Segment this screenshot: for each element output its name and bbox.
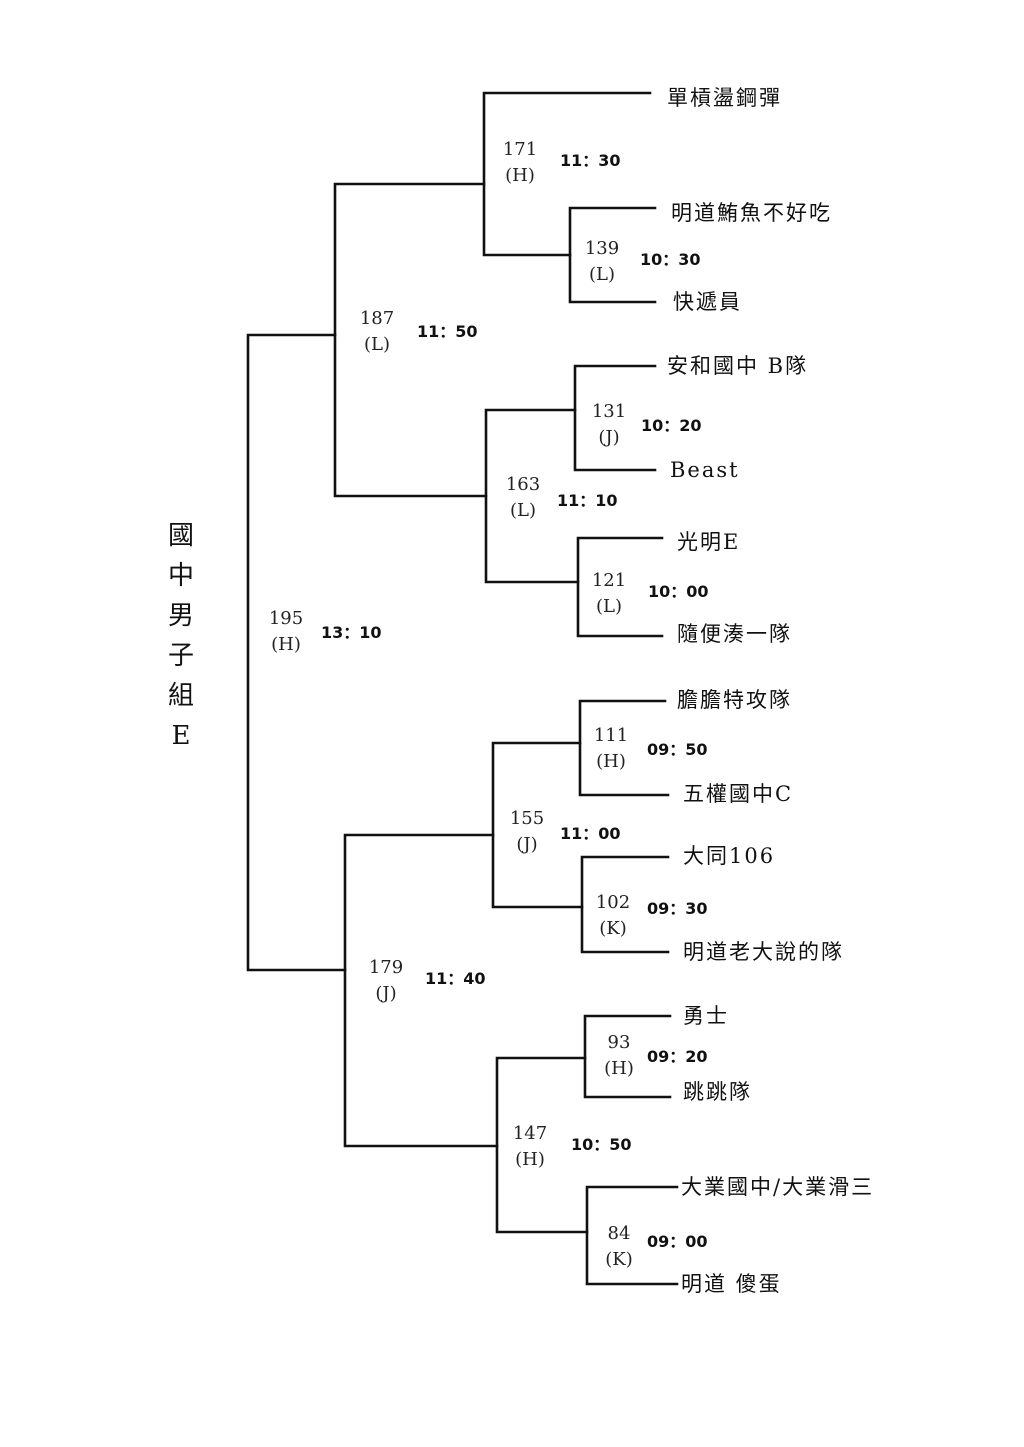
match-time: 13：10: [321, 623, 382, 642]
team-name: 隨便湊一隊: [677, 622, 792, 646]
match-time: 11：00: [560, 824, 621, 843]
team-name: 膽膽特攻隊: [677, 688, 792, 712]
match-number: 155 (J): [507, 806, 547, 858]
team-name: 大同106: [683, 844, 776, 868]
match-court: (H): [596, 751, 626, 772]
match-court: (J): [516, 834, 538, 855]
match-time: 10：20: [641, 416, 702, 435]
match-time: 11：10: [557, 491, 618, 510]
team-name: 明道 傻蛋: [681, 1272, 782, 1296]
match-no: 131: [591, 401, 627, 422]
bracket-connector: [343, 833, 499, 1148]
bracket-connector: [482, 91, 652, 257]
match-no: 155: [509, 808, 545, 829]
match-court: (L): [364, 334, 390, 355]
match-court: (J): [598, 427, 620, 448]
bracket-connector: [585, 1185, 679, 1286]
bracket-connector: [246, 333, 347, 972]
match-court: (K): [599, 918, 627, 939]
title-char: 子: [167, 641, 194, 671]
team-name: 大業國中/大業滑三: [681, 1175, 875, 1199]
team-name: 快遞員: [673, 290, 742, 314]
match-court: (K): [605, 1249, 633, 1270]
match-no: 187: [359, 308, 395, 329]
match-no: 93: [607, 1032, 631, 1053]
match-court: (H): [271, 634, 301, 655]
match-time: 10：00: [648, 582, 709, 601]
team-name: 勇士: [683, 1004, 729, 1028]
title-char: 中: [167, 561, 194, 591]
match-number: 102 (K): [593, 890, 633, 942]
match-no: 179: [368, 957, 404, 978]
match-time: 09：00: [647, 1232, 708, 1251]
bracket-connector: [578, 699, 670, 797]
bracket-connector: [484, 408, 580, 584]
team-name: 明道鮪魚不好吃: [671, 201, 832, 225]
match-number: 171 (H): [500, 137, 540, 189]
team-name: 明道老大說的隊: [683, 940, 844, 964]
bracket-connector: [583, 1014, 672, 1099]
match-time: 09：50: [647, 740, 708, 759]
title-char: E: [171, 721, 191, 751]
match-number: 195 (H): [266, 606, 306, 658]
bracket-connector: [491, 741, 584, 909]
match-no: 111: [593, 725, 629, 746]
match-time: 10：30: [640, 250, 701, 269]
match-time: 11：40: [425, 969, 486, 988]
match-time: 09：30: [647, 899, 708, 918]
match-number: 121 (L): [589, 568, 629, 620]
match-no: 171: [502, 139, 538, 160]
team-name: Beast: [670, 458, 740, 482]
match-court: (H): [604, 1058, 634, 1079]
match-number: 163 (L): [503, 472, 543, 524]
match-number: 131 (J): [589, 399, 629, 451]
bracket-connector: [576, 536, 664, 638]
match-court: (J): [375, 983, 397, 1004]
title-char: 男: [167, 601, 194, 631]
match-court: (H): [505, 165, 535, 186]
bracket-connector: [573, 364, 657, 472]
match-number: 93 (H): [599, 1030, 639, 1082]
match-no: 139: [584, 238, 620, 259]
match-number: 179 (J): [366, 955, 406, 1007]
match-court: (L): [589, 264, 615, 285]
match-time: 11：50: [417, 322, 478, 341]
team-name: 五權國中C: [683, 782, 794, 806]
match-no: 147: [512, 1123, 548, 1144]
match-no: 163: [505, 474, 541, 495]
bracket-connector: [333, 182, 488, 498]
title-char: 國: [167, 521, 194, 551]
match-no: 84: [607, 1223, 631, 1244]
match-no: 195: [268, 608, 304, 629]
match-number: 111 (H): [591, 723, 631, 775]
match-no: 102: [595, 892, 631, 913]
team-name: 安和國中 B隊: [667, 354, 809, 378]
match-time: 11：30: [560, 151, 621, 170]
match-court: (L): [510, 500, 536, 521]
match-number: 139 (L): [582, 236, 622, 288]
match-court: (H): [515, 1149, 545, 1170]
bracket-connector: [580, 855, 670, 954]
match-number: 187 (L): [357, 306, 397, 358]
team-name: 單槓盪鋼彈: [667, 86, 782, 110]
match-court: (L): [596, 596, 622, 617]
team-name: 光明E: [677, 530, 741, 554]
match-no: 121: [591, 570, 627, 591]
match-time: 10：50: [571, 1135, 632, 1154]
team-name: 跳跳隊: [683, 1080, 752, 1104]
bracket-connector: [495, 1056, 589, 1234]
match-time: 09：20: [647, 1047, 708, 1066]
bracket-connector: [568, 206, 657, 304]
title-char: 組: [167, 681, 194, 711]
match-number: 147 (H): [510, 1121, 550, 1173]
match-number: 84 (K): [599, 1221, 639, 1273]
